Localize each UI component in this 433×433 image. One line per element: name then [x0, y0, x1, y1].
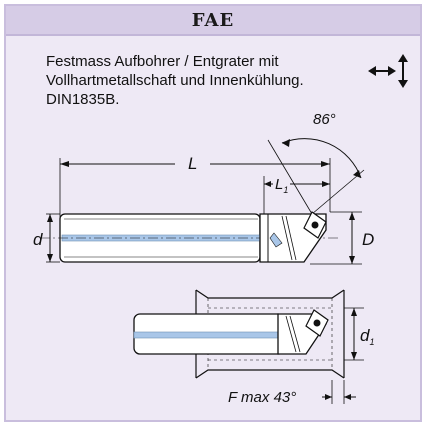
description-line-1: Festmass Aufbohrer / Entgrater mit: [46, 53, 279, 70]
tool-in-bore-view: [133, 289, 364, 404]
l1-label: L1: [275, 176, 288, 195]
product-description: Festmass Aufbohrer / Entgrater mit Vollh…: [46, 52, 356, 109]
diameter-label: D: [362, 230, 374, 249]
description-line-3: DIN1835B.: [46, 91, 120, 108]
d1-label: d1: [360, 326, 374, 347]
length-label: L: [188, 154, 197, 173]
tool-side-view: [40, 138, 365, 265]
product-code-title: FAE: [191, 9, 235, 31]
angle-label: 86°: [313, 111, 336, 128]
fmax-label: F max 43°: [228, 389, 296, 406]
card-header: FAE: [6, 6, 420, 36]
shank-diameter-label: d: [33, 230, 43, 249]
description-line-2: Vollhartmetallschaft und Innenkühlung.: [46, 72, 304, 89]
bidirectional-arrows-icon: [368, 54, 408, 88]
